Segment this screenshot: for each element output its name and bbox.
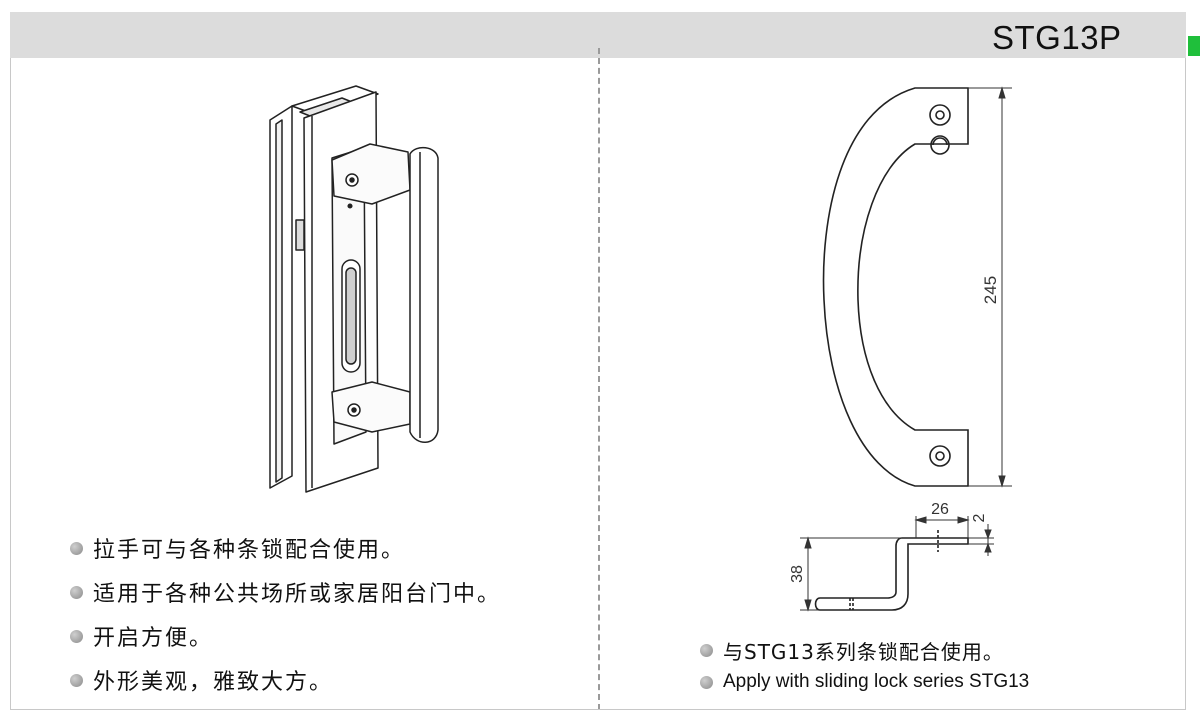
side-view-drawing: 26 2 38 <box>789 501 994 612</box>
list-item: 适用于各种公共场所或家居阳台门中。 <box>70 570 501 614</box>
feature-text: 外形美观，雅致大方。 <box>93 670 334 695</box>
panel-divider <box>598 48 600 710</box>
model-code: STG13P <box>992 19 1122 56</box>
dimension-thickness: 2 <box>971 513 988 522</box>
bullet-icon <box>700 643 713 657</box>
note-text: 与STG13系列条锁配合使用。 <box>723 639 1004 664</box>
bullet-icon <box>70 585 83 599</box>
bullet-icon <box>700 675 713 689</box>
usage-notes: 与STG13系列条锁配合使用。 Apply with sliding lock … <box>700 634 1029 698</box>
dimension-height: 245 <box>981 276 1000 304</box>
front-view-drawing: 245 <box>822 86 1012 488</box>
note-text: Apply with sliding lock series STG13 <box>723 671 1030 692</box>
bullet-icon <box>70 629 83 643</box>
dimension-depth: 38 <box>789 565 806 583</box>
list-item: 开启方便。 <box>70 614 501 658</box>
bullet-icon <box>70 673 83 687</box>
feature-text: 拉手可与各种条锁配合使用。 <box>93 538 406 563</box>
list-item: 与STG13系列条锁配合使用。 <box>700 634 1029 666</box>
list-item: Apply with sliding lock series STG13 <box>700 666 1029 698</box>
feature-text: 开启方便。 <box>93 626 214 651</box>
list-item: 外形美观，雅致大方。 <box>70 658 501 702</box>
feature-text: 适用于各种公共场所或家居阳台门中。 <box>93 582 502 607</box>
dimension-width: 26 <box>931 501 949 518</box>
bullet-icon <box>70 541 83 555</box>
feature-list: 拉手可与各种条锁配合使用。 适用于各种公共场所或家居阳台门中。 开启方便。 外形… <box>70 526 501 702</box>
product-illustration <box>269 85 439 493</box>
list-item: 拉手可与各种条锁配合使用。 <box>70 526 501 570</box>
accent-tab <box>1188 36 1200 56</box>
bottom-rule <box>10 709 1186 710</box>
